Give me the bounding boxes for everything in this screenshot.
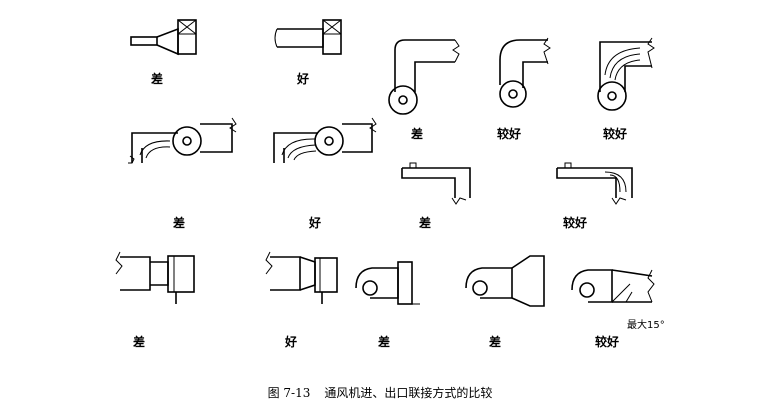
- angle-note: 最大15°: [627, 320, 665, 331]
- label-outlet-turn-1: 差: [419, 216, 432, 230]
- outlet-turn-better-drawing: [556, 162, 633, 205]
- label-outlet-expansion-1: 差: [378, 335, 391, 349]
- outlet-expansion-better-drawing: [571, 269, 655, 303]
- inlet-elbow-bad-drawing: [128, 117, 237, 164]
- outlet-elbow-bad-drawing: [388, 39, 460, 115]
- inlet-straight-good-drawing: [274, 19, 342, 55]
- label-outlet-expansion-3: 较好: [595, 335, 620, 349]
- caption-title: 通风机进、出口联接方式的比较: [324, 386, 493, 400]
- label-outlet-elbow-3: 较好: [603, 127, 628, 141]
- label-inlet-elbow-2: 好: [309, 216, 322, 230]
- label-inlet-reducer-2: 好: [285, 335, 298, 349]
- outlet-turn-bad-drawing: [401, 162, 471, 205]
- caption-number: 图 7-13: [267, 386, 311, 400]
- label-inlet-reducer-1: 差: [133, 335, 146, 349]
- outlet-elbow-vanes-drawing: [597, 37, 655, 111]
- label-outlet-turn-2: 较好: [563, 216, 588, 230]
- inlet-reducer-bad-drawing: [115, 251, 195, 304]
- label-inlet-elbow-1: 差: [173, 216, 186, 230]
- figure-caption: 图 7-13 通风机进、出口联接方式的比较: [0, 384, 760, 401]
- outlet-elbow-better-drawing: [499, 37, 551, 108]
- label-outlet-elbow-1: 差: [411, 127, 424, 141]
- inlet-elbow-good-drawing: [273, 117, 377, 163]
- outlet-expansion-bad-2-drawing: [465, 255, 545, 307]
- outlet-expansion-bad-1-drawing: [355, 261, 420, 305]
- label-outlet-expansion-2: 差: [489, 335, 502, 349]
- label-outlet-elbow-2: 较好: [497, 127, 522, 141]
- inlet-taper-bad-drawing: [130, 19, 197, 56]
- inlet-reducer-good-drawing: [265, 251, 338, 304]
- label-inlet-straight: 好: [297, 72, 310, 86]
- label-inlet-taper: 差: [151, 72, 164, 86]
